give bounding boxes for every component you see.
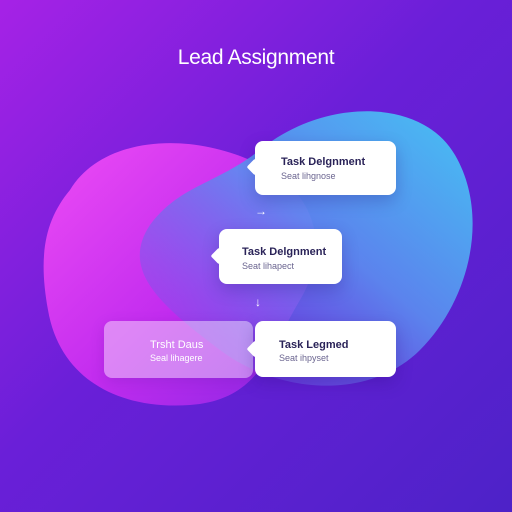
node-subtitle: Seal lihagere xyxy=(150,353,203,363)
node-subtitle: Seat ihpyset xyxy=(279,353,329,363)
node-title: Trsht Daus xyxy=(150,339,204,351)
flow-node-4[interactable]: Task Legmed Seat ihpyset xyxy=(246,321,396,377)
node-subtitle: Seat lihgnose xyxy=(281,171,336,181)
flow-node-3[interactable]: Trsht Daus Seal lihagere xyxy=(104,321,253,378)
flow-node-2[interactable]: Task Delgnment Seat lihapect xyxy=(210,229,342,284)
node-title: Task Legmed xyxy=(279,339,349,351)
diagram-title: Lead Assignment xyxy=(177,46,335,69)
node-title: Task Delgnment xyxy=(242,246,327,258)
arrow-right-icon: → xyxy=(255,204,267,218)
flow-node-1[interactable]: Task Delgnment Seat lihgnose xyxy=(246,141,396,195)
node-title: Task Delgnment xyxy=(281,156,366,168)
node-subtitle: Seat lihapect xyxy=(242,261,295,271)
arrow-down-icon: ↓ xyxy=(255,295,261,309)
